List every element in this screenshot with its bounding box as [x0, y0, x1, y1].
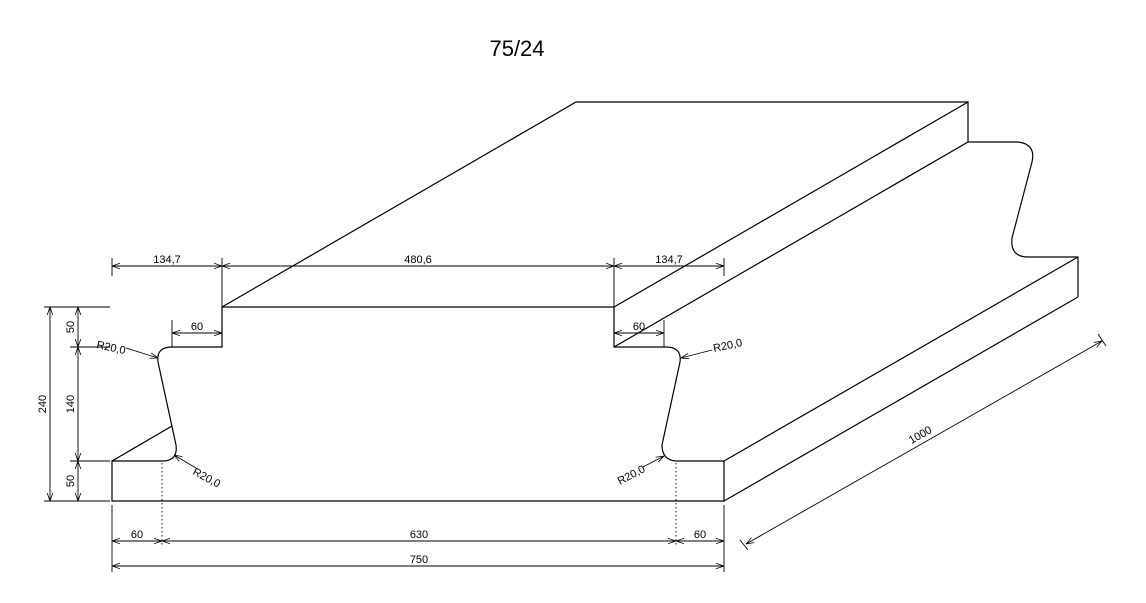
dim-height-bottom: 50 [65, 475, 77, 487]
dimension-labels: 134,7 480,6 134,7 60 60 R20,0 R20,0 R20,… [37, 254, 934, 566]
dim-top-left: 134,7 [153, 254, 181, 266]
base-edge-bottom [723, 296, 1079, 502]
dimension-lines [50, 266, 1102, 566]
dim-step-right: 60 [633, 321, 645, 333]
dim-height-mid: 140 [65, 395, 77, 413]
radius-bottom-right: R20,0 [616, 463, 648, 487]
slab-geometry [111, 100, 1079, 502]
back-profile [1011, 141, 1079, 297]
base-edge-top [723, 256, 1079, 462]
dim-width-total: 750 [410, 554, 428, 566]
extension-lines [44, 258, 1107, 572]
dim-top-right: 134,7 [655, 254, 683, 266]
dim-top-mid: 480,6 [404, 254, 432, 266]
dim-step-left: 60 [191, 321, 203, 333]
radius-top-right: R20,0 [712, 337, 743, 355]
dim-height-top: 50 [65, 321, 77, 333]
drawing-title: 75/24 [489, 36, 545, 61]
radius-bottom-left: R20,0 [191, 466, 223, 490]
step-edge-right [613, 141, 1018, 348]
radius-top-left: R20,0 [95, 339, 126, 357]
left-base-edge [111, 425, 173, 462]
top-ridge-right [613, 100, 969, 308]
dim-width-right: 60 [694, 529, 706, 541]
top-ridge-left [221, 101, 968, 308]
dim-height-total: 240 [37, 395, 49, 413]
dim-width-mid: 630 [410, 529, 428, 541]
dim-width-left: 60 [131, 529, 143, 541]
dim-length: 1000 [907, 424, 934, 447]
